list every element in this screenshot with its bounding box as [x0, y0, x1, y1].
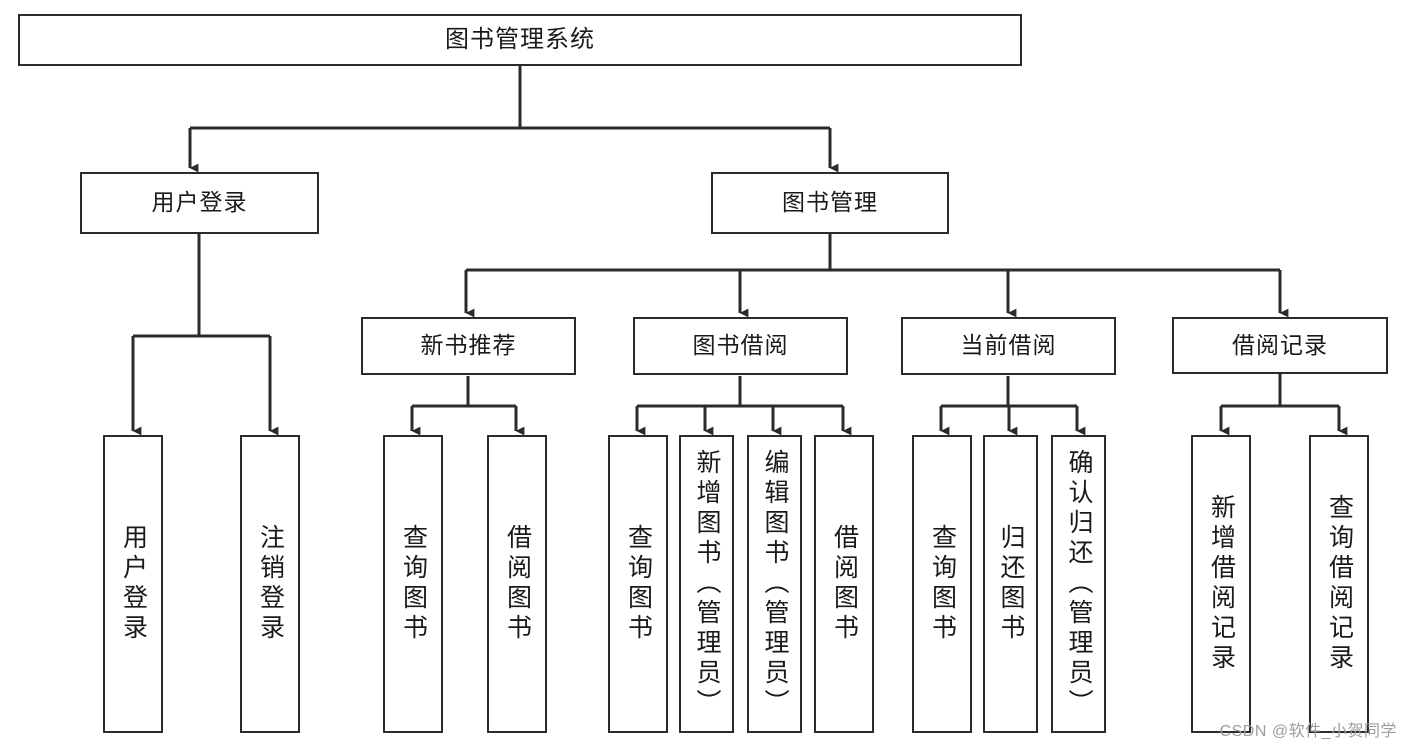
- leaf-borrow-query-book-label: 查询图书: [624, 524, 653, 644]
- node-book-management[interactable]: 图书管理: [711, 172, 949, 234]
- leaf-current-return-book-label: 归还图书: [997, 524, 1025, 644]
- leaf-records-add-record-label: 新增借阅记录: [1207, 494, 1236, 674]
- leaf-newbook-borrow-book[interactable]: 借阅图书: [487, 435, 547, 733]
- leaf-borrow-query-book[interactable]: 查询图书: [608, 435, 668, 733]
- node-borrow-records[interactable]: 借阅记录: [1172, 317, 1388, 374]
- leaf-current-query-book-label: 查询图书: [928, 524, 957, 644]
- leaf-logout[interactable]: 注销登录: [240, 435, 300, 733]
- leaf-current-return-book[interactable]: 归还图书: [983, 435, 1038, 733]
- leaf-records-add-record[interactable]: 新增借阅记录: [1191, 435, 1251, 733]
- node-user-login-label: 用户登录: [151, 189, 248, 216]
- leaf-borrow-add-book[interactable]: 新增图书（管理员）: [679, 435, 734, 733]
- node-current-borrow[interactable]: 当前借阅: [901, 317, 1116, 375]
- node-borrow-label: 图书借阅: [692, 332, 789, 359]
- leaf-logout-label: 注销登录: [256, 524, 285, 644]
- leaf-current-confirm-return-label: 确认归还（管理员）: [1065, 449, 1093, 719]
- leaf-user-login[interactable]: 用户登录: [103, 435, 163, 733]
- leaf-borrow-borrow-book-label: 借阅图书: [830, 524, 859, 644]
- leaf-newbook-query-book[interactable]: 查询图书: [383, 435, 443, 733]
- leaf-newbook-borrow-book-label: 借阅图书: [503, 524, 532, 644]
- leaf-current-confirm-return[interactable]: 确认归还（管理员）: [1051, 435, 1106, 733]
- node-current-borrow-label: 当前借阅: [960, 332, 1057, 359]
- leaf-borrow-borrow-book[interactable]: 借阅图书: [814, 435, 874, 733]
- node-book-management-label: 图书管理: [782, 189, 878, 216]
- leaf-records-query-record-label: 查询借阅记录: [1325, 494, 1354, 674]
- csdn-watermark: CSDN @软件_小贺同学: [1219, 723, 1397, 740]
- leaf-borrow-add-book-label: 新增图书（管理员）: [693, 449, 721, 719]
- node-root[interactable]: 图书管理系统: [18, 14, 1022, 66]
- leaf-user-login-label: 用户登录: [119, 524, 148, 644]
- leaf-records-query-record[interactable]: 查询借阅记录: [1309, 435, 1369, 733]
- leaf-newbook-query-book-label: 查询图书: [399, 524, 428, 644]
- node-new-book[interactable]: 新书推荐: [361, 317, 576, 375]
- node-root-label: 图书管理系统: [445, 25, 595, 53]
- node-new-book-label: 新书推荐: [420, 332, 517, 359]
- node-borrow[interactable]: 图书借阅: [633, 317, 848, 375]
- leaf-borrow-edit-book[interactable]: 编辑图书（管理员）: [747, 435, 802, 733]
- node-borrow-records-label: 借阅记录: [1232, 331, 1328, 358]
- leaf-borrow-edit-book-label: 编辑图书（管理员）: [761, 449, 789, 719]
- leaf-current-query-book[interactable]: 查询图书: [912, 435, 972, 733]
- node-user-login[interactable]: 用户登录: [80, 172, 319, 234]
